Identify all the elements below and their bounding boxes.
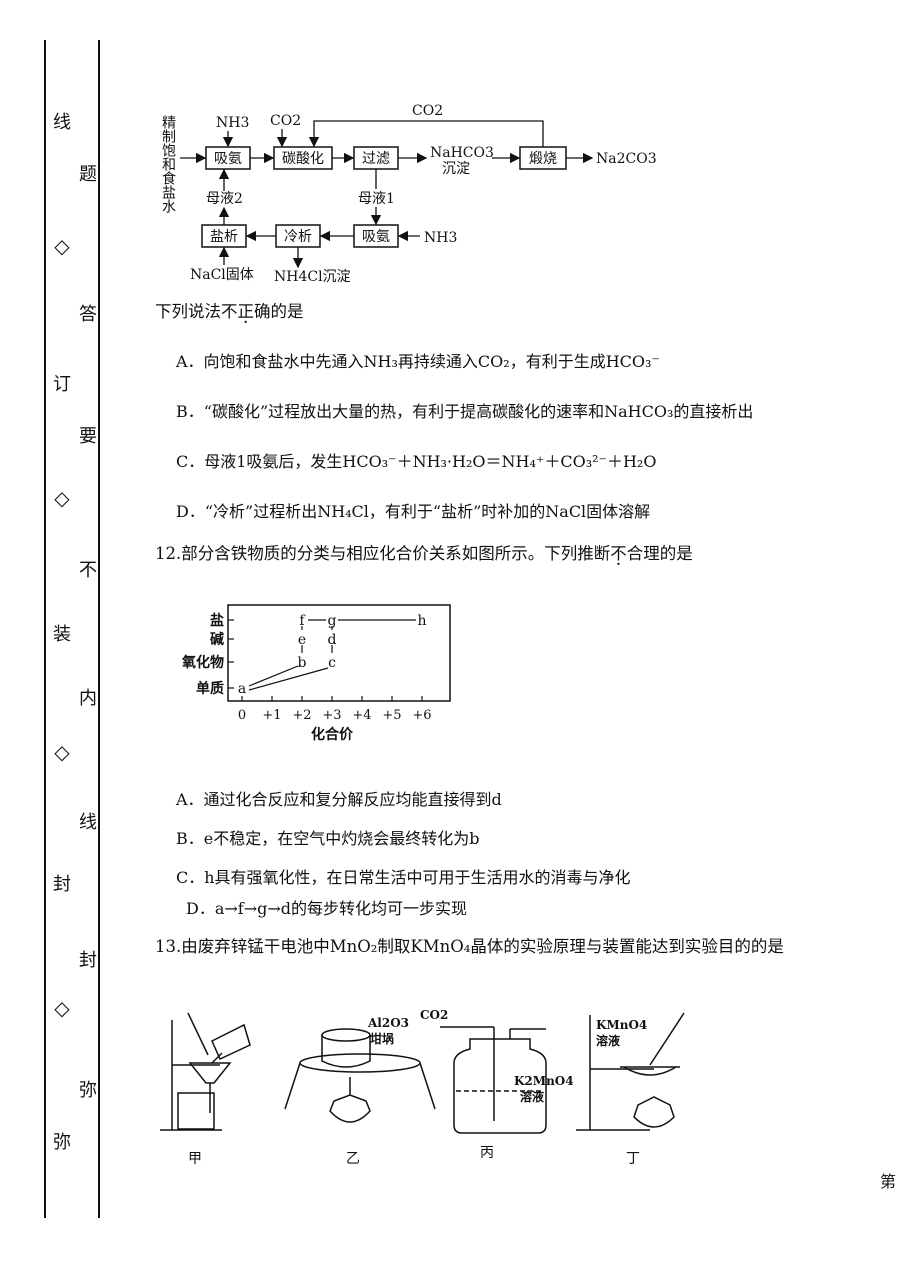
label-crucible: 坩埚 xyxy=(370,1031,394,1046)
label-yi: 乙 xyxy=(346,1151,360,1167)
q11-option-d: D．“冷析”过程析出NH₄Cl，有利于“盐析”时补加的NaCl固体溶解 xyxy=(176,502,651,521)
point-h: h xyxy=(417,613,426,629)
margin-char: 弥 xyxy=(53,1132,71,1153)
y-tick-label: 盐 xyxy=(210,612,224,629)
chart-frame xyxy=(227,604,451,702)
margin-char: 内 xyxy=(79,688,97,709)
label-co2-recycle: CO2 xyxy=(412,103,443,119)
label-jia: 甲 xyxy=(188,1151,202,1167)
point-b: b xyxy=(298,655,307,671)
box-absorb-ammonia: 吸氨 xyxy=(214,151,242,167)
diamond-icon: ◇ xyxy=(54,996,70,1020)
box-calcine: 煅烧 xyxy=(529,151,557,167)
x-tick-label: +2 xyxy=(292,708,311,723)
point-f: f xyxy=(299,613,306,629)
x-tick-label: +3 xyxy=(322,708,341,723)
label-mother-liquor-1: 母液1 xyxy=(358,191,395,207)
x-tick-label: 0 xyxy=(238,708,246,723)
q11-option-a: A．向饱和食盐水中先通入NH₃再持续通入CO₂，有利于生成HCO₃⁻ xyxy=(176,352,660,371)
diamond-icon: ◇ xyxy=(54,486,70,510)
x-tick-label: +5 xyxy=(382,708,401,723)
page-label: 第 xyxy=(880,1172,897,1191)
y-tick-label: 氧化物 xyxy=(181,654,224,671)
q12-stem-emphasis: 不 xyxy=(610,544,627,563)
box-absorb-ammonia-2: 吸氨 xyxy=(362,229,390,245)
q12-stem: 12.部分含铁物质的分类与相应化合价关系如图所示。下列推断不合理的是 xyxy=(155,543,693,565)
q11-stem-emphasis: 不正确 xyxy=(221,302,271,321)
q12-option-d: D．a→f→g→d的每步转化均可一步实现 xyxy=(186,899,467,918)
y-tick-label: 碱 xyxy=(210,631,224,648)
q12-stem-pre: 12.部分含铁物质的分类与相应化合价关系如图所示。下列推断 xyxy=(155,544,611,563)
link-a-b xyxy=(248,665,299,687)
margin-char: 弥 xyxy=(79,1080,97,1101)
q11-stem: 下列说法不正确的是 xyxy=(155,301,304,323)
box-filter: 过滤 xyxy=(362,151,390,167)
box-cold-crystallization: 冷析 xyxy=(284,229,312,245)
diamond-icon: ◇ xyxy=(54,740,70,764)
point-e: e xyxy=(298,632,306,648)
label-nh3-right: NH3 xyxy=(424,230,457,246)
label-solution-2: 溶液 xyxy=(596,1033,620,1048)
margin-char: 订 xyxy=(53,374,71,395)
q11-stem-post: 的是 xyxy=(270,302,304,321)
point-d: d xyxy=(328,632,337,648)
label-precipitate: 沉淀 xyxy=(442,161,470,177)
label-ding: 丁 xyxy=(626,1151,640,1167)
box-carbonation: 碳酸化 xyxy=(282,151,324,167)
label-co2-gas: CO2 xyxy=(420,1008,448,1022)
point-a: a xyxy=(238,681,246,697)
point-c: c xyxy=(328,655,336,671)
margin-char: 答 xyxy=(79,304,97,325)
box-salting-out: 盐析 xyxy=(210,229,238,245)
label-bing: 丙 xyxy=(480,1145,494,1161)
margin-char: 封 xyxy=(79,950,97,971)
label-mother-liquor-2: 母液2 xyxy=(206,191,243,207)
label-al2o3: Al2O3 xyxy=(367,1016,409,1030)
q12-option-b: B．e不稳定，在空气中灼烧会最终转化为b xyxy=(176,829,480,848)
x-axis-label: 化合价 xyxy=(311,726,354,743)
margin-line-right xyxy=(98,40,100,1218)
label-kmno4: KMnO4 xyxy=(596,1018,647,1032)
label-nh4cl: NH4Cl沉淀 xyxy=(274,269,351,285)
label-co2-left: CO2 xyxy=(270,113,301,129)
x-tick-label: +6 xyxy=(412,708,431,723)
y-tick-label: 单质 xyxy=(196,680,224,697)
margin-char: 线 xyxy=(53,112,71,133)
margin-line-left xyxy=(44,40,46,1218)
label-na2co3: Na2CO3 xyxy=(596,151,657,167)
q12-option-a: A．通过化合反应和复分解反应均能直接得到d xyxy=(176,790,502,809)
q12-option-c: C．h具有强氧化性，在日常生活中可用于生活用水的消毒与净化 xyxy=(176,868,631,887)
x-tick-label: +1 xyxy=(262,708,281,723)
label-solution-1: 溶液 xyxy=(520,1089,544,1104)
label-nahco3: NaHCO3 xyxy=(430,145,494,161)
margin-char: 封 xyxy=(53,874,71,895)
q11-option-c: C．母液1吸氨后，发生HCO₃⁻＋NH₃·H₂O＝NH₄⁺＋CO₃²⁻＋H₂O xyxy=(176,452,657,471)
q12-stem-post: 合理的是 xyxy=(626,544,693,563)
margin-char: 装 xyxy=(53,624,71,645)
apparatus-figures: Al2O3 坩埚 CO2 K2MnO4 溶液 KMnO4 溶液 甲 乙 丙 丁 xyxy=(160,1008,685,1167)
link-a-c xyxy=(248,667,329,691)
q11-stem-pre: 下列说法 xyxy=(155,302,221,321)
label-k2mno4: K2MnO4 xyxy=(514,1074,574,1088)
diamond-icon: ◇ xyxy=(54,234,70,258)
margin-char: 题 xyxy=(79,164,97,185)
margin-char: 线 xyxy=(79,812,97,833)
label-nacl-solid: NaCl固体 xyxy=(190,267,254,283)
q13-stem: 13.由废弃锌锰干电池中MnO₂制取KMnO₄晶体的实验原理与装置能达到实验目的… xyxy=(155,937,784,956)
binding-margin: 线 订 装 封 弥 题 答 要 不 内 线 封 弥 ◇ ◇ ◇ ◇ xyxy=(0,0,110,1272)
label-nh3-top: NH3 xyxy=(216,115,249,131)
point-g: g xyxy=(328,613,337,629)
q11-option-b: B．“碳酸化”过程放出大量的热，有利于提高碳酸化的速率和NaHCO₃的直接析出 xyxy=(176,402,754,421)
x-tick-label: +4 xyxy=(352,708,371,723)
margin-char: 要 xyxy=(79,426,97,447)
margin-char: 不 xyxy=(79,560,97,581)
process-flowchart: 精制饱和食盐水 吸氨 碳酸化 过滤 煅烧 盐析 冷析 吸氨 NH3 CO2 CO… xyxy=(160,103,657,285)
iron-valence-chart: 0 +1 +2 +3 +4 +5 +6 化合价 单质 氧化物 碱盐 a b c e d f g h xyxy=(181,604,451,743)
source-label: 精制饱和食盐水 xyxy=(160,115,176,213)
